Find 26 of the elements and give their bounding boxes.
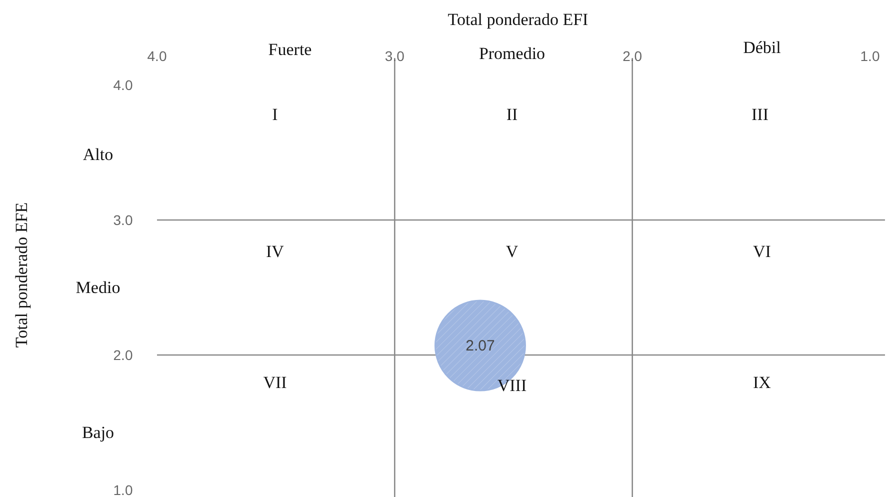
row-label: Alto [82, 145, 114, 165]
axis-title: Total ponderado EFE [12, 202, 32, 348]
column-label: Promedio [478, 44, 546, 64]
quadrant-number: II [506, 105, 518, 125]
row-label: Bajo [82, 423, 114, 443]
axis-title: Total ponderado EFI [448, 10, 588, 30]
quadrant-number: IV [266, 242, 284, 262]
tick-label: 2.0 [622, 48, 642, 64]
quadrant-number: VIII [497, 376, 527, 396]
quadrant-number: VI [753, 242, 771, 262]
tick-label: 4.0 [147, 48, 167, 64]
column-label: Débil [743, 38, 781, 58]
tick-label: 3.0 [113, 212, 133, 228]
quadrant-number: III [752, 105, 768, 125]
tick-label: 2.0 [113, 347, 133, 363]
column-label: Fuerte [268, 40, 312, 60]
tick-label: 1.0 [860, 48, 880, 64]
data-label: 2.07 [466, 337, 495, 354]
tick-label: 3.0 [384, 48, 404, 64]
row-label: Medio [76, 278, 120, 298]
quadrant-number: IX [753, 373, 771, 393]
quadrant-number: V [506, 242, 518, 262]
tick-label: 4.0 [113, 77, 133, 93]
quadrant-number: I [272, 105, 278, 125]
tick-label: 1.0 [113, 482, 133, 497]
quadrant-number: VII [263, 373, 287, 393]
